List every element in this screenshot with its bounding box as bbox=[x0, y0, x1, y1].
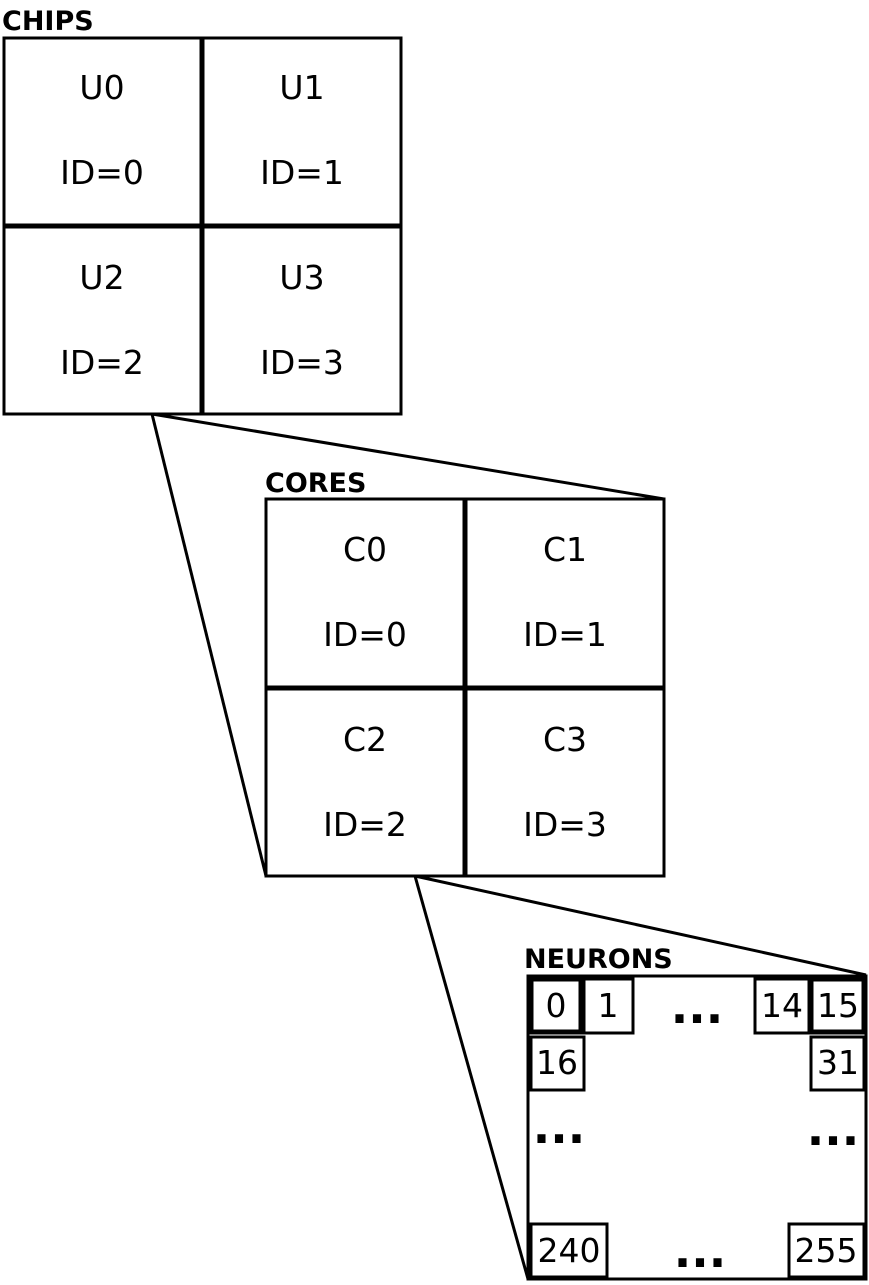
neurons-label: NEURONS bbox=[524, 944, 673, 975]
cores-label: CORES bbox=[265, 468, 366, 499]
neuron-label: 16 bbox=[536, 1043, 578, 1082]
neuron-box bbox=[809, 1035, 866, 1092]
neurons-grid-outline bbox=[526, 974, 868, 1281]
core-c2-id: ID=2 bbox=[323, 805, 407, 844]
chip-u0-id: ID=0 bbox=[60, 153, 144, 192]
neuron-label: 1 bbox=[598, 986, 619, 1025]
neuron-label: 14 bbox=[761, 986, 803, 1025]
core-c0-id: ID=0 bbox=[323, 615, 407, 654]
chips-group: CHIPS U0 ID=0 U1 ID=1 U2 ID=2 U3 ID=3 bbox=[2, 6, 403, 416]
neuron-label: 15 bbox=[817, 986, 859, 1025]
neurons-group: NEURONS 0 1 ... 14 15 16 31 ... ... 240 … bbox=[524, 944, 868, 1281]
zoom-connector-cores-left bbox=[413, 875, 530, 1280]
neuron-label: 240 bbox=[538, 1231, 601, 1270]
chip-u1-id: ID=1 bbox=[260, 153, 344, 192]
neuron-ellipsis-bottom: ... bbox=[674, 1224, 726, 1278]
zoom-connector-cores-right bbox=[414, 874, 867, 977]
zoom-connector-chips-left bbox=[150, 413, 268, 877]
chip-u0-name: U0 bbox=[79, 68, 124, 107]
chip-u3-name: U3 bbox=[279, 258, 324, 297]
neuron-box bbox=[528, 976, 584, 1035]
neuron-ellipsis-top: ... bbox=[671, 980, 723, 1034]
core-c1-id: ID=1 bbox=[523, 615, 607, 654]
neuron-label: 0 bbox=[546, 986, 567, 1025]
chip-u3-id: ID=3 bbox=[260, 343, 344, 382]
chip-u2-id: ID=2 bbox=[60, 343, 144, 382]
neuron-box bbox=[582, 977, 635, 1035]
neuron-ellipsis-left: ... bbox=[533, 1100, 585, 1154]
neuron-ellipsis-right: ... bbox=[807, 1102, 859, 1156]
chip-u2-name: U2 bbox=[79, 258, 124, 297]
core-c0-name: C0 bbox=[343, 530, 387, 569]
neuron-box bbox=[808, 976, 867, 1035]
chips-label: CHIPS bbox=[2, 6, 94, 37]
neuron-box bbox=[529, 1035, 586, 1092]
zoom-connector-chips-right bbox=[151, 412, 665, 501]
core-c1-name: C1 bbox=[543, 530, 587, 569]
chip-u1-name: U1 bbox=[279, 68, 324, 107]
neuron-label: 255 bbox=[795, 1231, 858, 1270]
neuron-box bbox=[529, 1222, 609, 1279]
neuron-label: 31 bbox=[817, 1043, 859, 1082]
core-c3-id: ID=3 bbox=[523, 805, 607, 844]
core-c2-name: C2 bbox=[343, 720, 387, 759]
core-c3-name: C3 bbox=[543, 720, 587, 759]
cores-group: CORES C0 ID=0 C1 ID=1 C2 ID=2 C3 ID=3 bbox=[264, 468, 666, 878]
neuron-box bbox=[787, 1222, 866, 1279]
